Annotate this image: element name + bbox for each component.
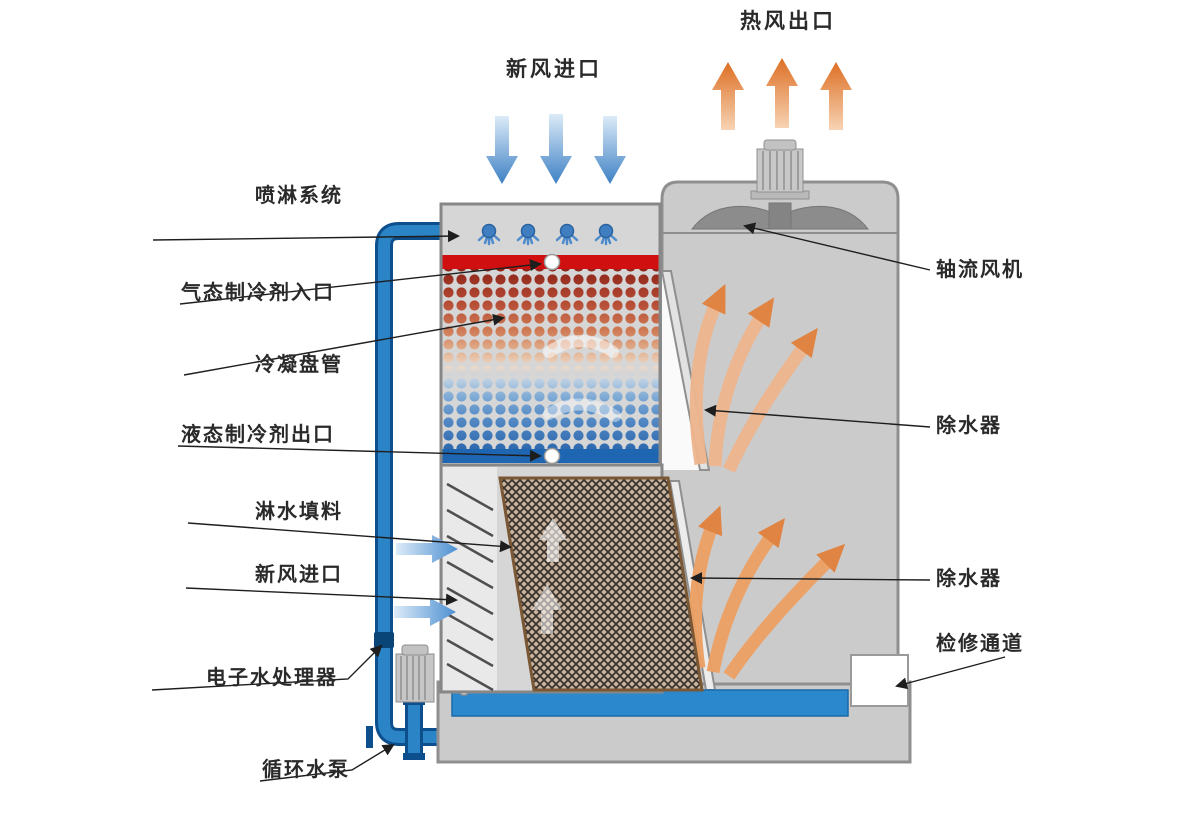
spray-nozzle (516, 223, 540, 246)
hot-air-arrow-icon (820, 62, 852, 130)
leader-water-eliminator-upper (704, 404, 931, 428)
leader-fresh-air-inlet-left (185, 587, 458, 606)
leader-circulating-pump (259, 743, 395, 782)
gas-refrigerant-inlet-port (543, 253, 561, 271)
fill-packing-hatch (498, 476, 704, 692)
fresh-air-in-arrows-top (486, 114, 626, 184)
label-hot-air-outlet: 热风出口 (740, 9, 836, 33)
pipe-body (378, 225, 453, 743)
fresh-air-arrow-icon (394, 598, 456, 626)
fan-motor-cap (763, 139, 797, 151)
labels: 热风出口 新风进口 喷淋系统 气态制冷剂入口 冷凝盘管 液态制冷剂出口 淋水填料… (180, 9, 1024, 781)
label-liquid-refrigerant-outlet: 液态制冷剂出口 (181, 422, 335, 446)
hot-air-arrow-icon (712, 62, 744, 130)
fan-motor-fins (762, 151, 799, 190)
circulating-pump-assembly (395, 644, 435, 703)
leader-lines (151, 222, 1006, 782)
label-condensing-coil: 冷凝盘管 (255, 352, 343, 376)
inlet-louver-panel (443, 467, 497, 690)
label-fill-material: 淋水填料 (255, 499, 343, 523)
leader-spray-system (152, 230, 460, 243)
pump-motor-fins (400, 656, 426, 700)
label-fresh-air-inlet-top: 新风进口 (506, 57, 602, 81)
access-opening (850, 654, 909, 707)
condensing-coil-dots (441, 269, 660, 449)
leader-liquid-refrigerant-outlet (177, 445, 542, 462)
airflow-arrow-icon (723, 327, 818, 473)
condenser-housing-outline (439, 202, 662, 467)
spray-nozzle (594, 223, 618, 246)
label-water-eliminator-lower: 除水器 (936, 566, 1002, 590)
condenser-section (439, 202, 662, 467)
pipe-flange (403, 753, 425, 760)
electronic-water-treater-device (374, 632, 394, 648)
hot-air-arrow-icon (766, 58, 798, 128)
air-up-arrow-icon (539, 518, 567, 562)
label-circulating-pump: 循环水泵 (262, 757, 350, 781)
label-access-channel: 检修通道 (936, 631, 1024, 655)
inlet-louver-slats (446, 482, 494, 692)
fan-hub (768, 202, 792, 230)
airflow-arrow-icon (706, 517, 785, 674)
coil-swirl (543, 335, 619, 358)
fresh-air-arrow-icon (486, 116, 518, 184)
pump-motor-cap (401, 644, 429, 656)
leader-electronic-water-treater (151, 644, 383, 691)
fill-section (439, 463, 704, 694)
coil-swirl (543, 398, 621, 422)
airflow-arrow-icon (708, 297, 775, 467)
spray-nozzle (555, 223, 579, 246)
airflow-arrow-icon (689, 283, 726, 466)
liquid-refrigerant-outlet-port (543, 447, 561, 465)
airflow-arrow-icon (723, 543, 846, 680)
leader-access-channel (895, 656, 1006, 690)
leader-axial-fan (743, 222, 931, 271)
label-fresh-air-inlet-left: 新风进口 (255, 562, 343, 586)
hot-air-out-arrows (712, 58, 852, 130)
fresh-air-arrow-icon (594, 116, 626, 184)
basin-water (451, 689, 849, 717)
pipe-flange (366, 726, 373, 748)
label-gas-refrigerant-inlet: 气态制冷剂入口 (180, 280, 335, 304)
air-up-arrow-icon (532, 584, 562, 634)
spray-nozzle (477, 223, 501, 246)
spray-system-nozzles (477, 223, 618, 246)
label-electronic-water-treater: 电子水处理器 (206, 665, 338, 689)
leader-water-eliminator-lower (690, 572, 931, 585)
leader-condensing-coil (183, 313, 505, 376)
leader-fill-material (187, 522, 512, 553)
label-water-eliminator-upper: 除水器 (936, 413, 1002, 437)
label-spray-system: 喷淋系统 (255, 183, 343, 207)
label-axial-fan: 轴流风机 (936, 257, 1024, 281)
fresh-air-arrow-icon (540, 114, 572, 184)
leader-gas-refrigerant-inlet (179, 259, 542, 305)
